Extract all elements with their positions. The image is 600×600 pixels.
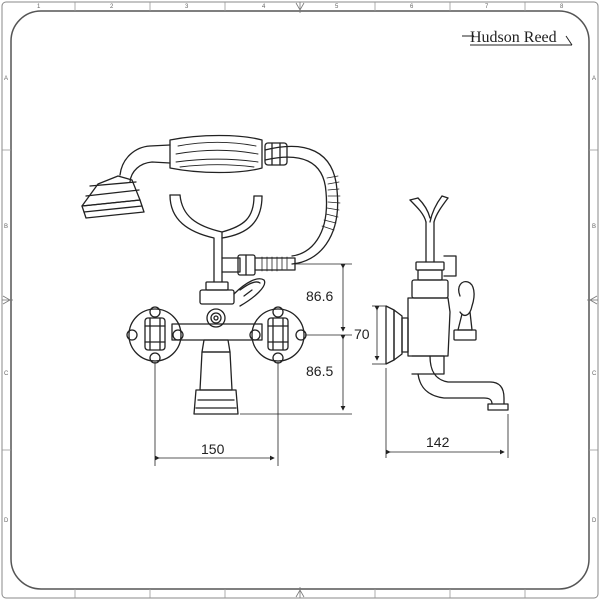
dimension-upper-height: 86.6 — [306, 288, 333, 304]
front-elevation — [81, 134, 341, 415]
zone-col-2: 2 — [110, 4, 114, 10]
zone-col-5: 5 — [335, 4, 339, 10]
brand-logo: Hudson Reed — [462, 29, 573, 46]
shower-rose — [81, 175, 145, 219]
right-cross-handle — [249, 306, 307, 364]
side-spout — [417, 355, 509, 411]
side-hose-outlet — [411, 255, 457, 299]
side-lever — [453, 280, 477, 341]
dimension-lower-height: 86.5 — [306, 363, 333, 379]
zone-row-c-right: C — [592, 371, 597, 377]
zone-labels: 1 2 3 4 5 6 7 8 A B C D A B C D — [4, 4, 597, 524]
zone-col-3: 3 — [185, 4, 189, 10]
zone-col-8: 8 — [560, 4, 564, 10]
zone-col-6: 6 — [410, 4, 414, 10]
hose-outlet — [221, 254, 256, 276]
side-wall-plate — [385, 297, 451, 375]
zone-col-4: 4 — [262, 4, 266, 10]
zone-row-d: D — [4, 518, 9, 524]
zone-col-1: 1 — [37, 4, 41, 10]
diverter-lever — [233, 278, 266, 307]
zone-col-7: 7 — [485, 4, 489, 10]
side-dimensions — [372, 305, 509, 458]
left-cross-handle — [126, 306, 184, 364]
dimension-wall-plate: 70 — [354, 326, 370, 342]
side-cradle — [409, 195, 449, 263]
dimension-spout-projection: 142 — [426, 434, 450, 450]
zone-row-a: A — [4, 76, 8, 82]
brand-name: Hudson Reed — [470, 29, 557, 46]
zone-row-a-right: A — [592, 76, 596, 82]
side-elevation — [385, 195, 509, 411]
mixer-body — [171, 281, 263, 415]
handset-cradle — [169, 194, 263, 283]
zone-row-c: C — [4, 371, 9, 377]
zone-row-d-right: D — [592, 518, 597, 524]
zone-row-b-right: B — [592, 224, 596, 230]
zone-row-b: B — [4, 224, 8, 230]
dimension-centres: 150 — [201, 441, 225, 457]
shower-handset — [119, 134, 288, 183]
front-dimensions — [154, 263, 352, 466]
